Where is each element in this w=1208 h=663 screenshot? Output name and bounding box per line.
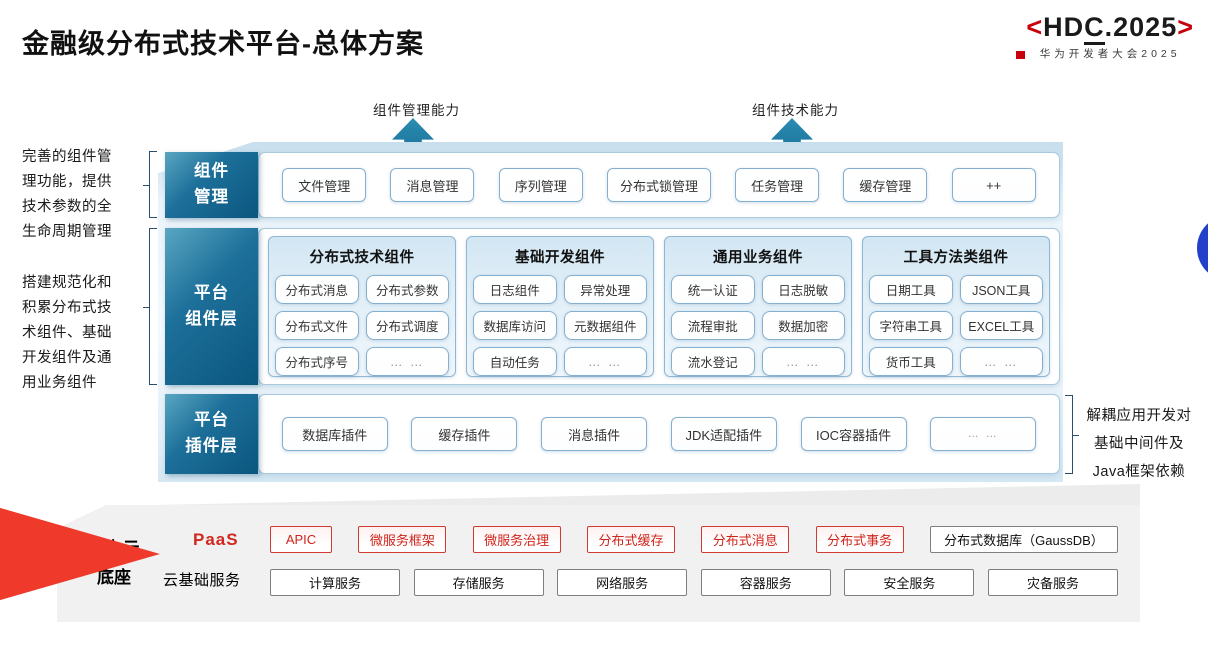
chip-ellipsis: … …: [959, 347, 1043, 376]
chip-db-access: 数据库访问: [473, 311, 557, 340]
chip-jdk-adapter-plugin: JDK适配插件: [670, 417, 777, 451]
chip-date-tool: 日期工具: [869, 275, 953, 304]
chip-journal-register: 流水登记: [671, 347, 755, 376]
left-bracket-row1: [143, 151, 157, 218]
group-distributed-tech: 分布式技术组件 分布式消息 分布式参数 分布式文件 分布式调度 分布式序号 … …: [268, 236, 456, 377]
chip-microservice-framework: 微服务框架: [358, 525, 447, 553]
platform-component-groups: 分布式技术组件 分布式消息 分布式参数 分布式文件 分布式调度 分布式序号 … …: [258, 228, 1060, 385]
chip-gaussdb: 分布式数据库（GaussDB）: [929, 525, 1118, 553]
blue-circle-decoration: [1197, 215, 1208, 281]
group-basic-dev: 基础开发组件 日志组件 异常处理 数据库访问 元数据组件 自动任务 … …: [466, 236, 654, 377]
group-items: 分布式消息 分布式参数 分布式文件 分布式调度 分布式序号 … …: [275, 275, 449, 376]
component-manage-items: 文件管理 消息管理 序列管理 分布式锁管理 任务管理 缓存管理 ++: [258, 152, 1060, 218]
hdc-logo: <HDC.2025> 华为开发者大会2025: [1016, 12, 1194, 61]
layer-label-component-manage: 组件 管理: [165, 152, 258, 218]
chip-unified-auth: 统一认证: [671, 275, 755, 304]
chip-distributed-lock-manage: 分布式锁管理: [606, 168, 711, 202]
hdc-logo-subtitle: 华为开发者大会2025: [1016, 46, 1194, 61]
chip-compute-service: 计算服务: [270, 568, 400, 596]
chip-ioc-container-plugin: IOC容器插件: [800, 417, 907, 451]
chip-cache-plugin: 缓存插件: [411, 417, 518, 451]
chip-process-approval: 流程审批: [671, 311, 755, 340]
group-title: 工具方法类组件: [903, 250, 1009, 266]
note-platform-components: 搭建规范化和 积累分布式技 术组件、基础 开发组件及通 用业务组件: [22, 275, 112, 391]
group-title: 分布式技术组件: [309, 250, 415, 266]
chip-security-service: 安全服务: [844, 568, 975, 596]
cloud-service-items: 计算服务 存储服务 网络服务 容器服务 安全服务 灾备服务: [270, 568, 1118, 596]
note-decouple: 解耦应用开发对 基础中间件及 Java框架依赖: [1086, 408, 1192, 480]
chip-message-plugin: 消息插件: [541, 417, 648, 451]
right-bracket-row3: [1065, 395, 1079, 474]
chip-distributed-message-paas: 分布式消息: [701, 525, 790, 553]
chip-distributed-schedule: 分布式调度: [365, 311, 449, 340]
chip-file-manage: 文件管理: [282, 168, 367, 202]
chip-distributed-parameter: 分布式参数: [365, 275, 449, 304]
platform-plugin-items: 数据库插件 缓存插件 消息插件 JDK适配插件 IOC容器插件 … …: [258, 394, 1060, 474]
layer-label-platform-components: 平台 组件层: [165, 228, 258, 385]
foundation-panel: 华为云 底座 PaaS 云基础服务 APIC 微服务框架 微服务治理 分布式缓存…: [57, 505, 1140, 622]
group-tool-methods: 工具方法类组件 日期工具 JSON工具 字符串工具 EXCEL工具 货币工具 ……: [862, 236, 1050, 377]
chip-task-manage: 任务管理: [735, 168, 820, 202]
chip-storage-service: 存储服务: [413, 568, 544, 596]
tech-capability-label: 组件技术能力: [752, 103, 839, 118]
chip-plus-plus: ++: [951, 168, 1036, 202]
logo-right-bracket: >: [1177, 12, 1194, 42]
chip-ellipsis: … …: [563, 347, 647, 376]
paas-label: PaaS: [193, 530, 239, 549]
group-items: 日志组件 异常处理 数据库访问 元数据组件 自动任务 … …: [473, 275, 647, 376]
chip-sequence-manage: 序列管理: [498, 168, 583, 202]
chip-json-tool: JSON工具: [959, 275, 1043, 304]
cloud-services-label: 云基础服务: [163, 572, 241, 589]
chip-distributed-serial: 分布式序号: [275, 347, 359, 376]
chip-string-tool: 字符串工具: [869, 311, 953, 340]
logo-red-square: [1016, 51, 1026, 59]
chip-data-encryption: 数据加密: [761, 311, 845, 340]
chip-message-manage: 消息管理: [390, 168, 475, 202]
group-title: 基础开发组件: [515, 250, 605, 266]
chip-distributed-file: 分布式文件: [275, 311, 359, 340]
paas-items: APIC 微服务框架 微服务治理 分布式缓存 分布式消息 分布式事务 分布式数据…: [270, 525, 1118, 553]
chip-ellipsis: … …: [761, 347, 845, 376]
chip-exception-handle: 异常处理: [563, 275, 647, 304]
chip-db-plugin: 数据库插件: [281, 417, 388, 451]
chip-apic: APIC: [270, 525, 332, 553]
chip-metadata-component: 元数据组件: [563, 311, 647, 340]
layer-label-platform-plugins: 平台 插件层: [165, 394, 258, 474]
page-title: 金融级分布式技术平台-总体方案: [22, 29, 424, 59]
row-box-platform-plugins: [258, 394, 1060, 474]
chip-cache-manage: 缓存管理: [843, 168, 928, 202]
chip-auto-task: 自动任务: [473, 347, 557, 376]
logo-left-bracket: <: [1026, 12, 1044, 42]
chip-ellipsis: … …: [930, 417, 1037, 451]
group-common-business: 通用业务组件 统一认证 日志脱敏 流程审批 数据加密 流水登记 … …: [664, 236, 852, 377]
chip-microservice-governance: 微服务治理: [472, 525, 561, 553]
chip-log-component: 日志组件: [473, 275, 557, 304]
group-items: 日期工具 JSON工具 字符串工具 EXCEL工具 货币工具 … …: [869, 275, 1043, 376]
chip-distributed-message: 分布式消息: [275, 275, 359, 304]
chip-currency-tool: 货币工具: [869, 347, 953, 376]
chip-ellipsis: … …: [365, 347, 449, 376]
chip-excel-tool: EXCEL工具: [959, 311, 1043, 340]
group-title: 通用业务组件: [713, 250, 803, 266]
manage-capability-label: 组件管理能力: [373, 103, 460, 118]
hdc-logo-text: <HDC.2025>: [1026, 12, 1194, 45]
chip-disaster-recovery-service: 灾备服务: [987, 568, 1118, 596]
chip-distributed-transaction: 分布式事务: [815, 525, 904, 553]
chip-container-service: 容器服务: [700, 568, 831, 596]
chip-distributed-cache: 分布式缓存: [586, 525, 675, 553]
foundation-top-face: [110, 484, 1140, 506]
group-items: 统一认证 日志脱敏 流程审批 数据加密 流水登记 … …: [671, 275, 845, 376]
left-bracket-row2: [143, 228, 157, 385]
chip-network-service: 网络服务: [557, 568, 688, 596]
note-component-management: 完善的组件管 理功能，提供 技术参数的全 生命周期管理: [22, 149, 112, 240]
chip-log-masking: 日志脱敏: [761, 275, 845, 304]
